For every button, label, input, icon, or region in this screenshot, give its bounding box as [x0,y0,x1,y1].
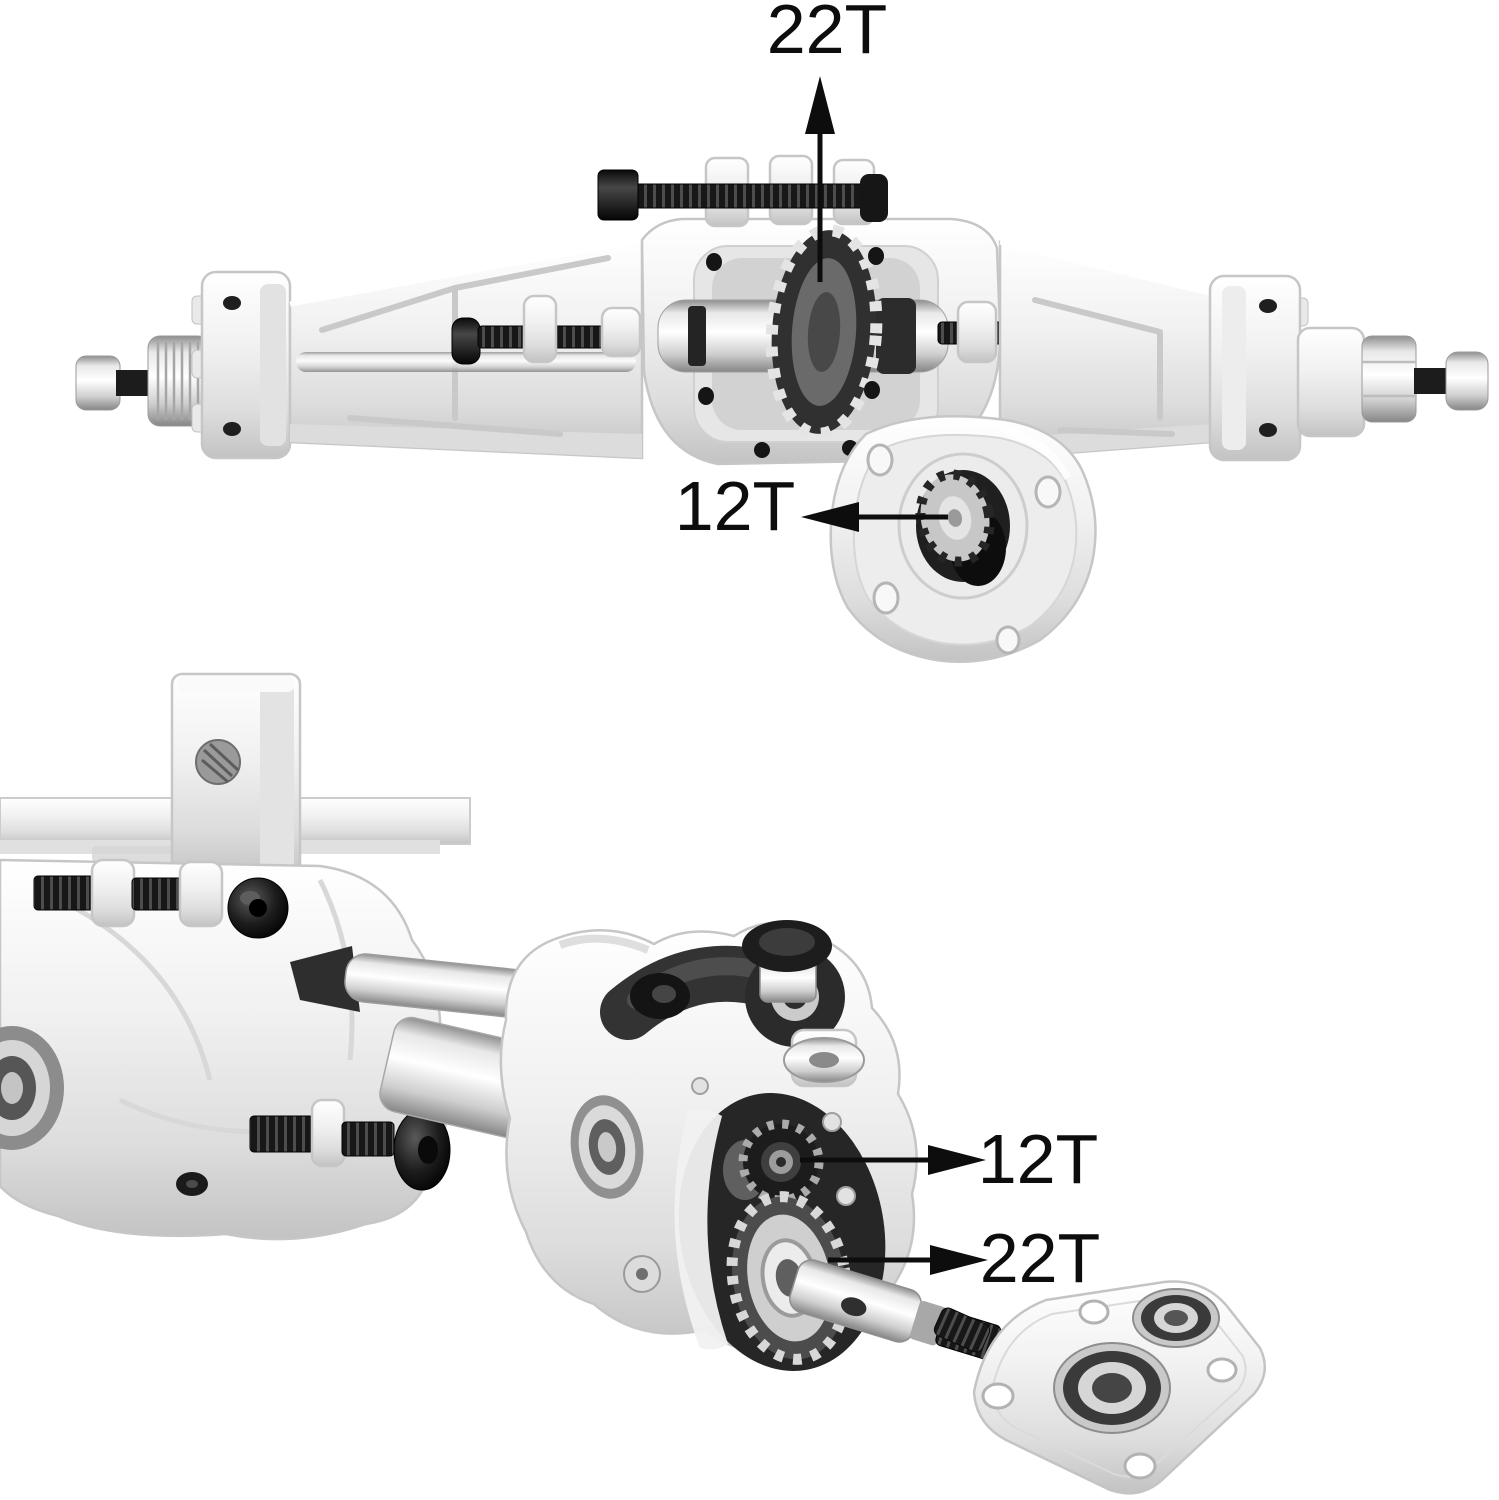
label-rear-ring-gear: 22T [767,0,888,68]
rear-diff-housing [640,217,1002,466]
steering-arm-assembly [600,920,865,1088]
arrowhead-left-icon [801,502,859,532]
arrowhead-right-icon [928,1145,986,1175]
rear-left-output-shaft [75,335,211,427]
plate-screw-hole [1206,1357,1238,1383]
arrowhead-up-icon [805,76,835,134]
callout-rear-ring-gear: 22T [767,0,888,282]
ring-gear-22t [765,224,883,440]
arrowhead-right-icon [930,1245,988,1275]
housing-bearing [0,1026,64,1150]
cover-bolt-hole [872,581,900,615]
pinion-cover-part [829,414,1097,663]
link-mount-screw [627,183,871,209]
label-portal-input-gear: 12T [978,1120,1099,1198]
label-pinion-cover-gear: 12T [675,467,796,545]
plate-screw-hole [981,1382,1015,1410]
shock-mount-bracket [170,672,302,895]
chub-bearing [570,1095,644,1199]
set-screw [933,1307,991,1353]
rear-lower-link-screw-left [451,294,642,365]
plate-bearing-small [1132,1288,1220,1348]
callout-portal-output-gear: 22T [828,1219,1100,1297]
cover-bolt-hole [995,625,1021,655]
rear-right-output-shaft [1296,326,1489,438]
rear-upper-link-mount [597,154,888,228]
callout-pinion-cover-gear: 12T [675,467,948,545]
portal-cover-plate [933,1280,1267,1495]
callout-portal-input-gear: 12T [800,1120,1098,1198]
front-lower-screws [249,1098,451,1191]
rear-right-hub-block [1208,274,1309,462]
cover-bolt-hole [866,443,894,477]
plate-screw-hole [1078,1299,1110,1325]
pinion-gear-12t [915,469,995,567]
etched-logo-mark [92,846,192,862]
front-portal-assembly [0,672,1002,1372]
front-upper-screws [33,858,289,939]
annotations: 22T 12T 12T 22T [675,0,1101,1297]
label-portal-output-gear: 22T [980,1219,1101,1297]
cover-bolt-hole [1034,475,1062,509]
rear-left-hub-block [191,270,292,460]
rear-axle-assembly [75,154,1489,466]
plate-bearing-large [1053,1342,1171,1434]
plate-screw-hole [1123,1452,1157,1480]
